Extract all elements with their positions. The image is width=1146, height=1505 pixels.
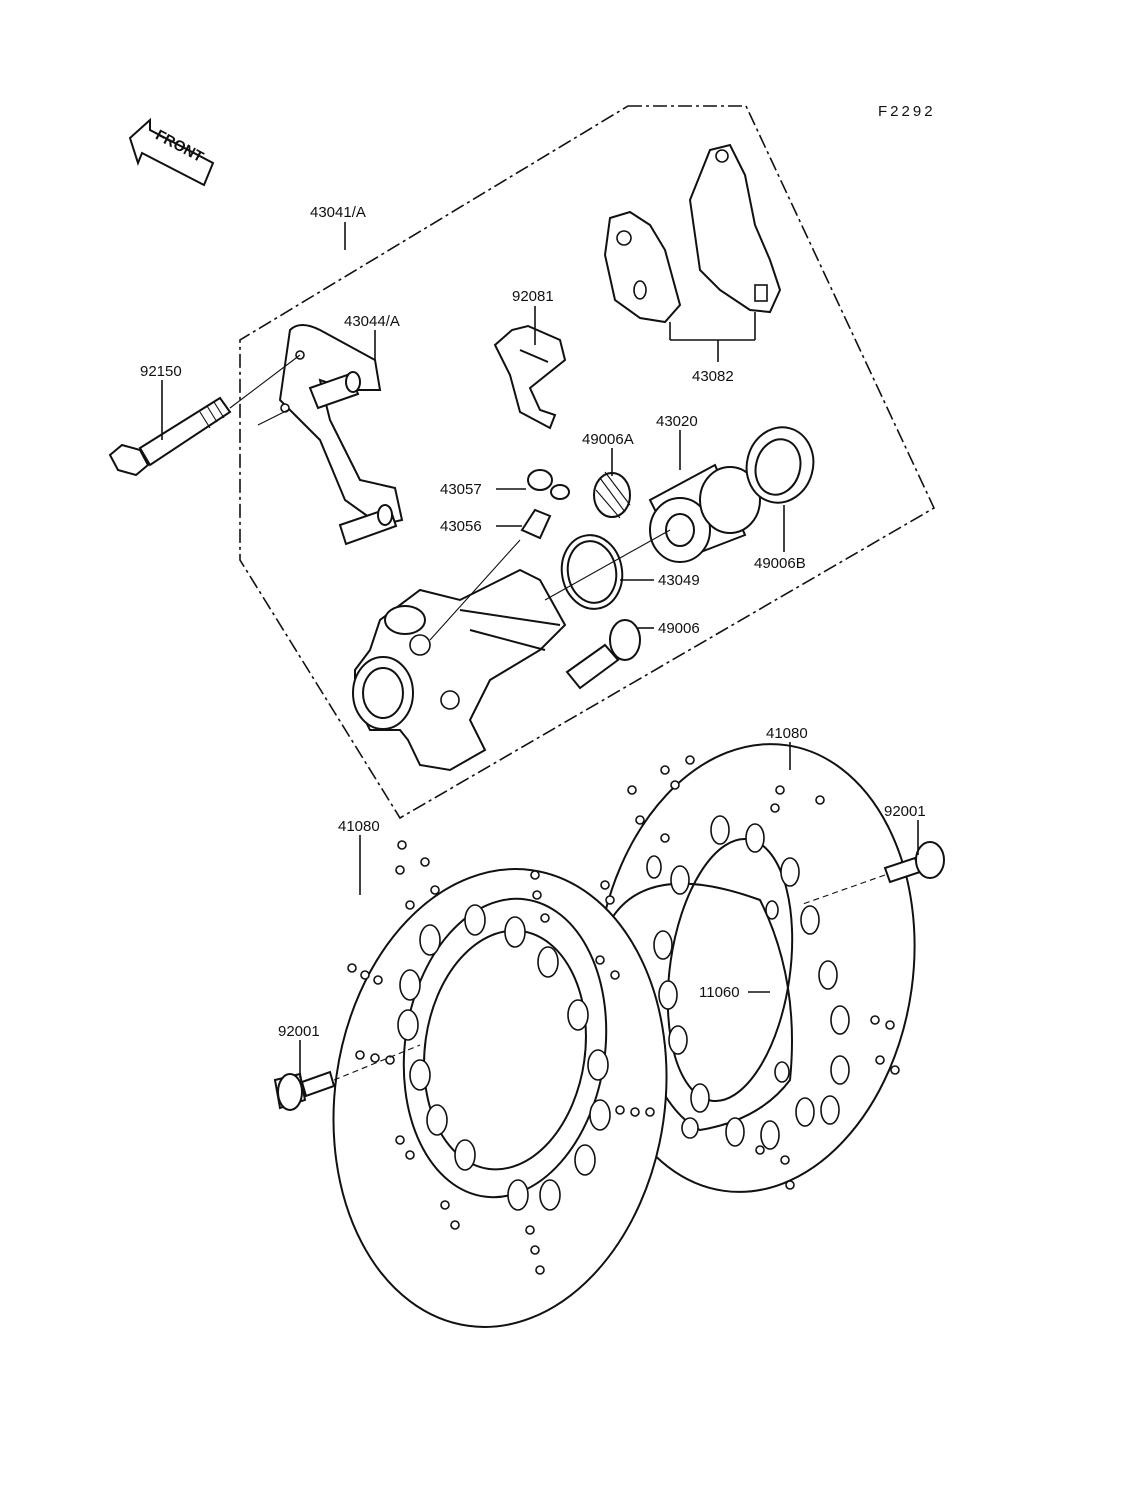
- caliper-assembly-boundary: [239, 105, 936, 820]
- label-43082: 43082: [692, 368, 734, 385]
- disc-vent-holes-right: [653, 815, 850, 1150]
- label-41080-right: 41080: [766, 725, 808, 742]
- piston-seal-b: [745, 426, 815, 504]
- disc-vent-holes-left: [397, 904, 611, 1211]
- leader-lines: [161, 222, 919, 1078]
- label-11060: 11060: [699, 984, 740, 1001]
- brake-pads: [603, 143, 782, 324]
- pad-spring: [493, 324, 567, 430]
- part-labels: 43041/A 43044/A 92150 92081 43082 43020 …: [140, 204, 926, 1040]
- disc-bolt-right: [799, 841, 945, 906]
- label-43041: 43041/A: [310, 204, 366, 221]
- label-49006: 49006: [658, 620, 700, 637]
- bleeder-valve: [520, 508, 552, 540]
- disc-drill-holes-right: [600, 755, 900, 1190]
- caliper-bracket: [278, 324, 404, 546]
- label-49006A: 49006A: [582, 431, 634, 448]
- label-92001-right: 92001: [884, 803, 926, 820]
- label-49006B: 49006B: [754, 555, 806, 572]
- brake-disc-right: [594, 743, 916, 1193]
- label-43049: 43049: [658, 572, 700, 589]
- label-41080-left: 41080: [338, 818, 380, 835]
- disc-drill-holes-left: [347, 840, 655, 1275]
- label-43057: 43057: [440, 481, 482, 498]
- label-92001-left: 92001: [278, 1023, 320, 1040]
- disc-bolt-left: [273, 1044, 421, 1111]
- label-92081: 92081: [512, 288, 554, 305]
- o-ring: [560, 534, 624, 610]
- label-43056: 43056: [440, 518, 482, 535]
- caliper-body: [352, 568, 567, 772]
- dust-boot-a: [593, 471, 631, 519]
- figure-code: F2292: [878, 103, 936, 120]
- slide-pin-boot: [565, 619, 641, 690]
- label-43020: 43020: [656, 413, 698, 430]
- brake-disc-left: [332, 840, 668, 1328]
- label-43044: 43044/A: [344, 313, 400, 330]
- bleeder-cap: [527, 469, 570, 500]
- caliper-piston: [648, 463, 761, 563]
- front-arrow-icon: FRONT: [128, 117, 215, 187]
- label-92150: 92150: [140, 363, 182, 380]
- caliper-bolt-92150: [108, 396, 232, 477]
